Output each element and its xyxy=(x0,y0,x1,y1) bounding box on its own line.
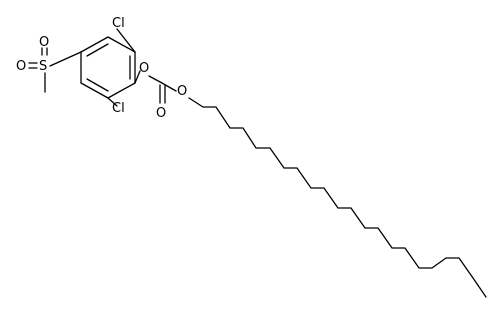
ring-bond-6 xyxy=(107,36,136,53)
carbonyl-o-label: O xyxy=(156,106,166,121)
c-ester-o-bond xyxy=(161,82,177,92)
cl-bottom-bond xyxy=(107,97,118,107)
ring-bond-3 xyxy=(80,82,109,99)
ring-bond-1-inner xyxy=(86,43,109,57)
cl-top-bond xyxy=(116,28,136,53)
cl-bottom-label: Cl xyxy=(112,101,125,116)
sulfur-label: S xyxy=(39,59,47,74)
sulfonyl-o-left-label: O xyxy=(16,59,26,74)
cl-top-label: Cl xyxy=(112,16,125,31)
benzene-ring xyxy=(80,36,136,99)
phenoxy-o-label: O xyxy=(139,61,149,76)
sulfonyl-o-top-label: O xyxy=(39,35,49,50)
ring-bond-4 xyxy=(107,82,136,99)
o-carbonyl-c-bond xyxy=(148,75,163,84)
ring-sulfur-bond xyxy=(49,51,82,67)
ring-bond-1 xyxy=(80,36,109,53)
ester-o-label: O xyxy=(177,84,187,99)
ring-o-bond xyxy=(134,70,141,84)
alkyl-chain xyxy=(188,97,487,298)
ring-bond-3-inner xyxy=(86,78,109,92)
